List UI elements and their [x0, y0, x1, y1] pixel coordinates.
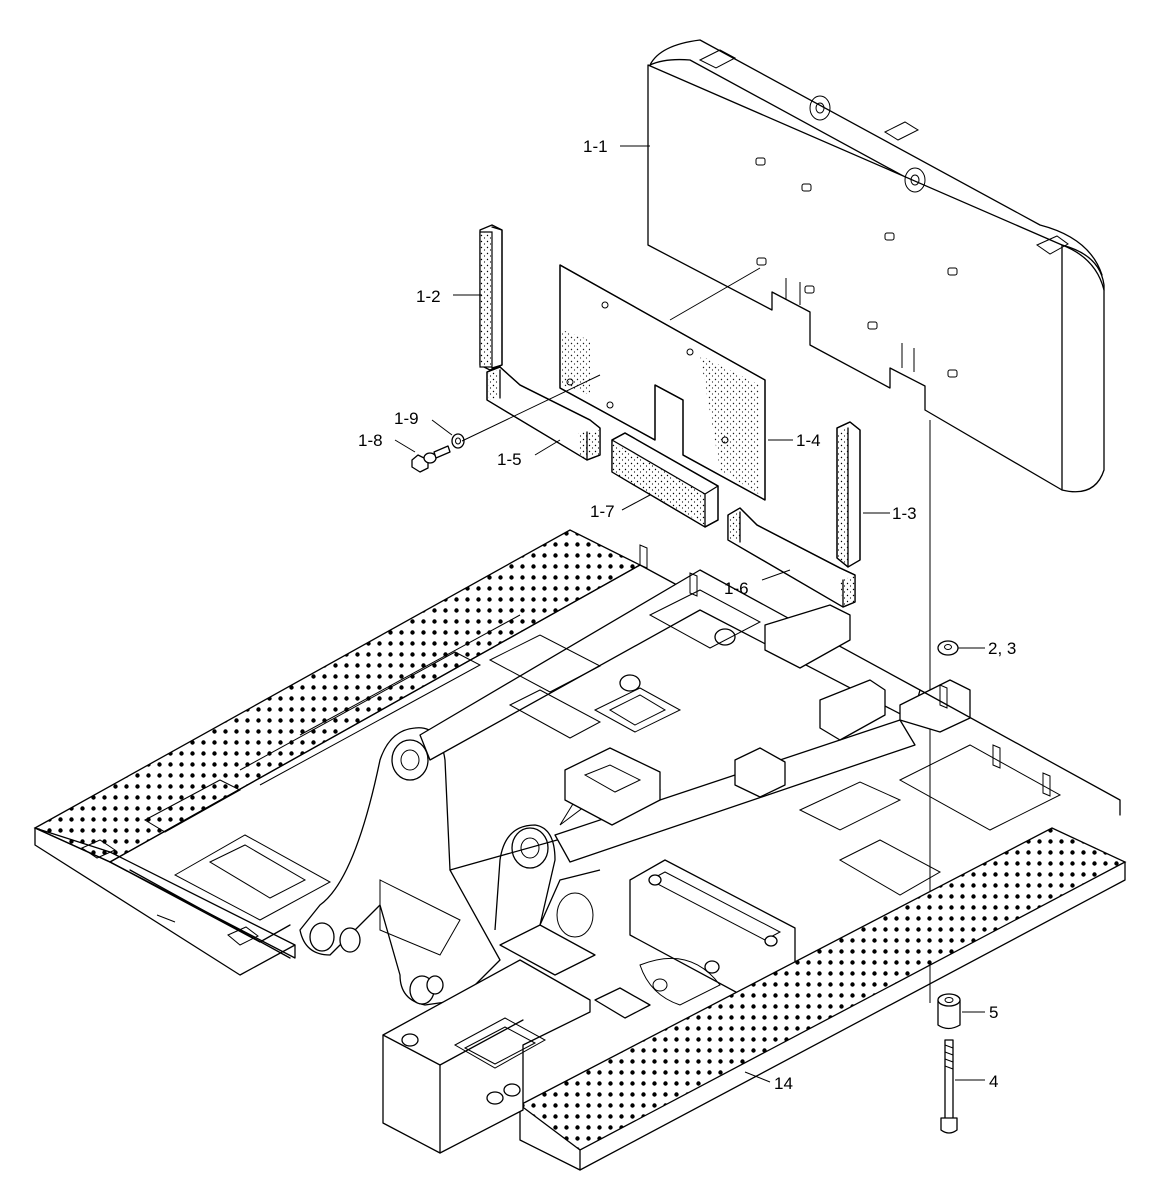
bolt-4 — [940, 1039, 958, 1134]
leader-lines — [394, 145, 985, 1083]
label-1-8: 1-8 — [358, 431, 383, 450]
label-1-3: 1-3 — [892, 504, 917, 523]
counterweight-part — [647, 39, 1105, 493]
callout-labels: 1-1 1-2 1-3 1-4 1-5 1-6 1-7 1-8 1-9 2, 3… — [358, 137, 1016, 1093]
label-1-5: 1-5 — [497, 450, 522, 469]
washer-2-3 — [937, 640, 959, 656]
plate-1-4 — [559, 264, 766, 501]
label-1-9: 1-9 — [394, 409, 419, 428]
label-5: 5 — [989, 1003, 998, 1022]
spacer-1-7 — [611, 432, 719, 528]
label-1-4: 1-4 — [796, 431, 821, 450]
washer-1-9 — [451, 433, 465, 449]
bolt-1-8 — [411, 445, 451, 473]
spacer-bar-1-2 — [479, 224, 503, 371]
spacer-5 — [937, 993, 961, 1030]
spacer-1-6 — [727, 507, 856, 608]
label-1-2: 1-2 — [416, 287, 441, 306]
spacer-1-5 — [486, 366, 601, 461]
upper-frame-part — [33, 529, 1127, 1171]
label-1-1: 1-1 — [583, 137, 608, 156]
label-1-7: 1-7 — [590, 502, 615, 521]
label-1-6: 1-6 — [724, 579, 749, 598]
spacer-bar-1-3 — [836, 421, 861, 568]
label-4: 4 — [989, 1072, 998, 1091]
label-14: 14 — [774, 1074, 793, 1093]
label-2-3: 2, 3 — [988, 639, 1016, 658]
